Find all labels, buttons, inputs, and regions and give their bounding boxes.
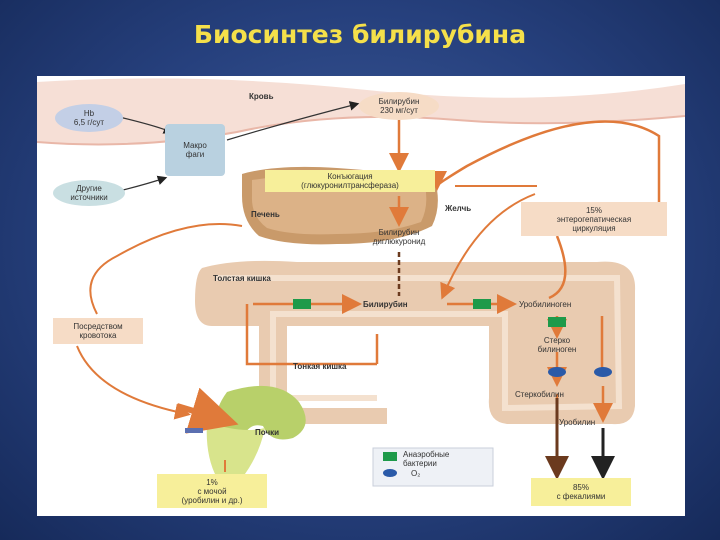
feces-line1: 85% bbox=[572, 483, 589, 492]
conjugation-line2: (глюкуронилтрансфераза) bbox=[301, 181, 399, 190]
oxygen-marker bbox=[548, 367, 566, 377]
other-sources-line1: Другие bbox=[76, 184, 102, 193]
diglucuronide-label: Билирубин диглюкуронид bbox=[353, 226, 445, 248]
stercobilinogen-line1: Стерко bbox=[543, 336, 571, 345]
bloodstream-line1: Посредством bbox=[73, 322, 123, 331]
feces-line2: с фекалиями bbox=[556, 492, 606, 501]
other-sources-node: Другие источники bbox=[53, 180, 125, 206]
urobilin-label: Уробилин bbox=[559, 418, 596, 427]
diglucuronide-line2: диглюкуронид bbox=[372, 237, 426, 246]
macrophage-line2: фаги bbox=[185, 150, 205, 159]
hb-line1: Hb bbox=[83, 109, 95, 118]
legend-o2-label: O₂ bbox=[411, 469, 421, 478]
small-intestine-label: Тонкая кишка bbox=[293, 362, 347, 371]
blood-label: Кровь bbox=[249, 92, 274, 101]
bacteria-marker bbox=[473, 299, 491, 309]
bilirubin-diagram: Кровь Hb 6,5 г/сут Макро фаги Другие ист… bbox=[37, 76, 685, 516]
urine-line1: 1% bbox=[206, 477, 218, 487]
bacteria-marker bbox=[548, 317, 566, 327]
legend-anaerobic-line2: бактерии bbox=[403, 459, 437, 468]
colon-label: Толстая кишка bbox=[213, 274, 271, 283]
diagram-artwork bbox=[37, 78, 685, 487]
kidneys-label: Почки bbox=[255, 428, 280, 437]
liver-label: Печень bbox=[251, 210, 280, 219]
bile-label: Желчь bbox=[445, 204, 472, 213]
other-sources-line2: источники bbox=[70, 193, 108, 202]
enterohepatic-line2: энтерогепатическая bbox=[556, 214, 632, 224]
oxygen-marker bbox=[594, 367, 612, 377]
blood-vessel bbox=[37, 78, 685, 145]
bilirubin-blood-node: Билирубин 230 мг/сут bbox=[359, 92, 439, 120]
bilirubin-blood-line2: 230 мг/сут bbox=[380, 106, 418, 115]
bilirubin-gut-label: Билирубин bbox=[363, 300, 408, 309]
urine-line3: (уробилин и др.) bbox=[181, 495, 243, 505]
urine-box: 1% с мочой (уробилин и др.) bbox=[157, 474, 267, 508]
feces-box: 85% с фекалиями bbox=[531, 478, 631, 506]
bloodstream-line2: кровотока bbox=[79, 331, 117, 340]
legend-anaerobic-line1: Анаэробные bbox=[403, 450, 450, 459]
slide-title: Биосинтез билирубина bbox=[193, 20, 527, 49]
stercobilinogen-label: Стерко билиноген bbox=[517, 334, 597, 356]
urine-line2: с мочой bbox=[197, 486, 227, 496]
hb-node: Hb 6,5 г/сут bbox=[55, 104, 123, 132]
enterohepatic-line3: циркуляция bbox=[572, 223, 616, 233]
bilirubin-blood-line1: Билирубин bbox=[378, 97, 420, 106]
diglucuronide-line1: Билирубин bbox=[378, 228, 420, 237]
hb-line2: 6,5 г/сут bbox=[73, 118, 105, 127]
bloodstream-box: Посредством кровотока bbox=[53, 318, 143, 344]
urobilinogen-label: Уробилиноген bbox=[519, 300, 572, 309]
bacteria-marker bbox=[293, 299, 311, 309]
enterohepatic-line1: 15% bbox=[585, 205, 602, 215]
macrophage-node: Макро фаги bbox=[165, 124, 225, 176]
stercobilin-label: Стеркобилин bbox=[515, 390, 564, 399]
stercobilinogen-line2: билиноген bbox=[537, 345, 577, 354]
enterohepatic-box: 15% энтерогепатическая циркуляция bbox=[521, 202, 667, 236]
legend-anaerobic-label: Анаэробные бактерии bbox=[403, 450, 449, 468]
conjugation-box: Конъюгация (глюкуронилтрансфераза) bbox=[265, 170, 435, 192]
macrophage-line1: Макро bbox=[183, 141, 207, 150]
conjugation-line1: Конъюгация bbox=[327, 172, 373, 181]
